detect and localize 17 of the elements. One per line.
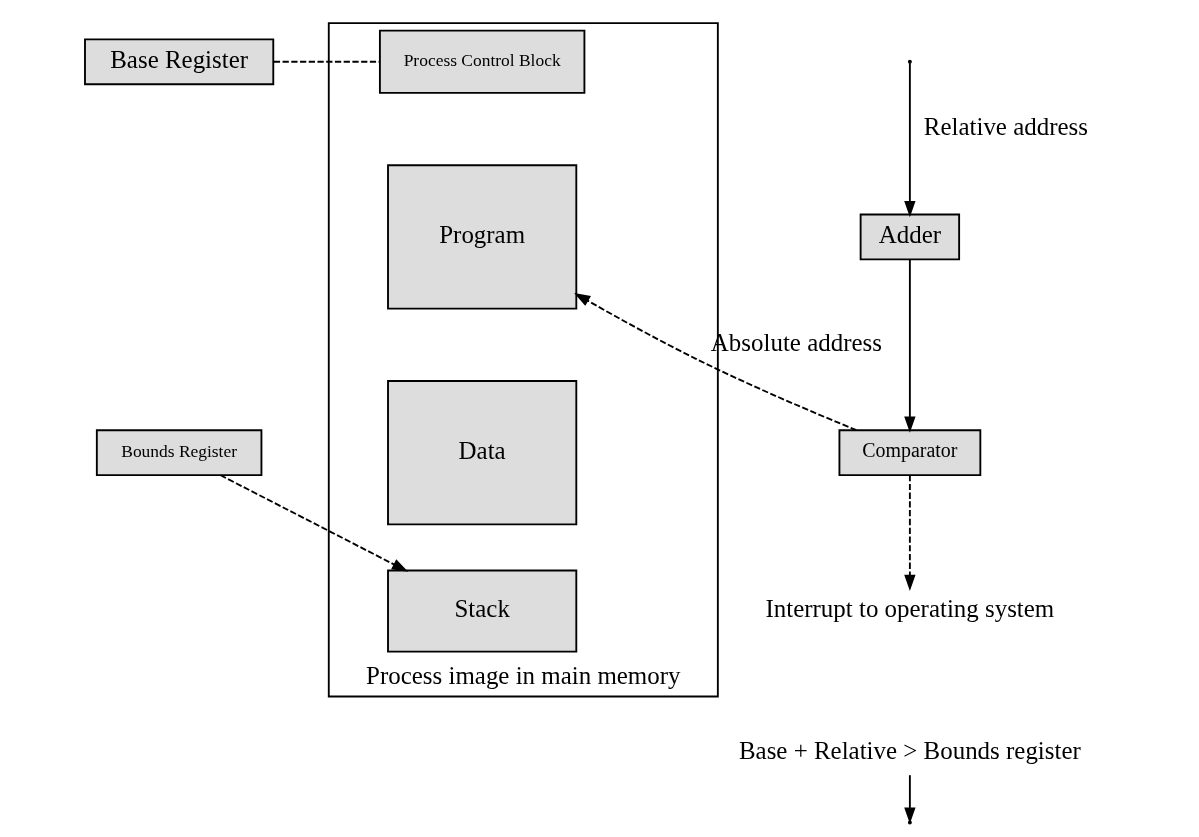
node-box: Data xyxy=(386,380,577,526)
node-box: Comparator xyxy=(838,429,981,477)
node-box: Program xyxy=(386,164,577,310)
node-box: Stack xyxy=(386,569,577,653)
arrow xyxy=(903,258,916,433)
arrow xyxy=(903,62,916,218)
edge-label: Relative address xyxy=(923,113,1088,141)
connector xyxy=(272,60,381,63)
arrow xyxy=(903,474,916,592)
node-text: Base + Relative > Bounds register xyxy=(738,736,1081,764)
arrow xyxy=(573,292,857,431)
arrow xyxy=(219,474,408,572)
node-box: Bounds Register xyxy=(95,429,262,477)
node-text: Interrupt to operating system xyxy=(764,595,1054,623)
node-box: Base Register xyxy=(83,38,274,86)
node-box: Adder xyxy=(859,213,960,261)
node-box: Process Control Block xyxy=(378,29,585,94)
